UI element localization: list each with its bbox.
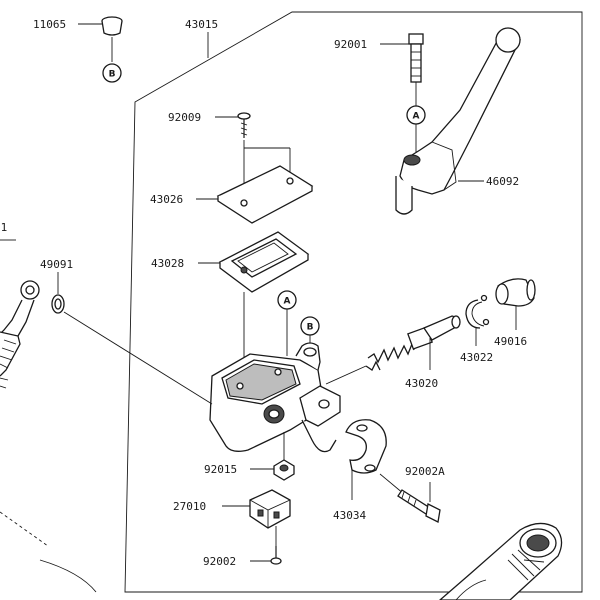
label-43026: 43026 (150, 193, 183, 206)
part-43022-circlip (465, 294, 490, 329)
label-92001: 92001 (334, 38, 367, 51)
svg-text:B: B (109, 70, 116, 80)
svg-text:B: B (307, 323, 314, 333)
label-43022: 43022 (460, 351, 493, 364)
label-91-partial: 91 (0, 221, 7, 234)
part-43020-piston-spring (365, 315, 461, 371)
label-49091: 49091 (40, 258, 73, 271)
label-43020: 43020 (405, 377, 438, 390)
label-46092: 46092 (486, 175, 519, 188)
part-49091-washer (51, 294, 65, 314)
label-92009: 92009 (168, 111, 201, 124)
callout-a-lever: A (406, 105, 426, 125)
part-11065-cap (101, 16, 123, 36)
label-92002A: 92002A (405, 465, 445, 478)
part-43034-clamp (345, 419, 387, 474)
part-92015-nut (273, 459, 295, 481)
callout-b-top: B (102, 63, 122, 83)
part-banjo-hose (0, 280, 40, 389)
label-27010: 27010 (173, 500, 206, 513)
part-49016-boot (495, 278, 536, 307)
part-handlebar-partial (439, 522, 563, 600)
label-92015: 92015 (204, 463, 237, 476)
part-43015-master-cylinder-body (209, 342, 341, 453)
callout-a-body: A (277, 290, 297, 310)
part-92009-screw (237, 112, 251, 138)
assembly-outline (124, 11, 583, 593)
part-43026-reservoir-cap (216, 165, 314, 224)
label-43034: 43034 (333, 509, 366, 522)
svg-text:A: A (284, 297, 291, 307)
svg-text:A: A (413, 112, 420, 122)
part-46092-brake-lever (395, 27, 521, 215)
part-92002A-bolt (397, 489, 441, 523)
label-11065: 11065 (33, 18, 66, 31)
callout-b-body: B (300, 316, 320, 336)
label-49016: 49016 (494, 335, 527, 348)
part-92002-screw (270, 546, 282, 565)
label-43028: 43028 (151, 257, 184, 270)
part-92001-pivot-bolt (408, 33, 424, 83)
label-43015: 43015 (185, 18, 218, 31)
label-92002: 92002 (203, 555, 236, 568)
part-27010-switch (249, 489, 291, 529)
part-43028-diaphragm (218, 231, 310, 293)
